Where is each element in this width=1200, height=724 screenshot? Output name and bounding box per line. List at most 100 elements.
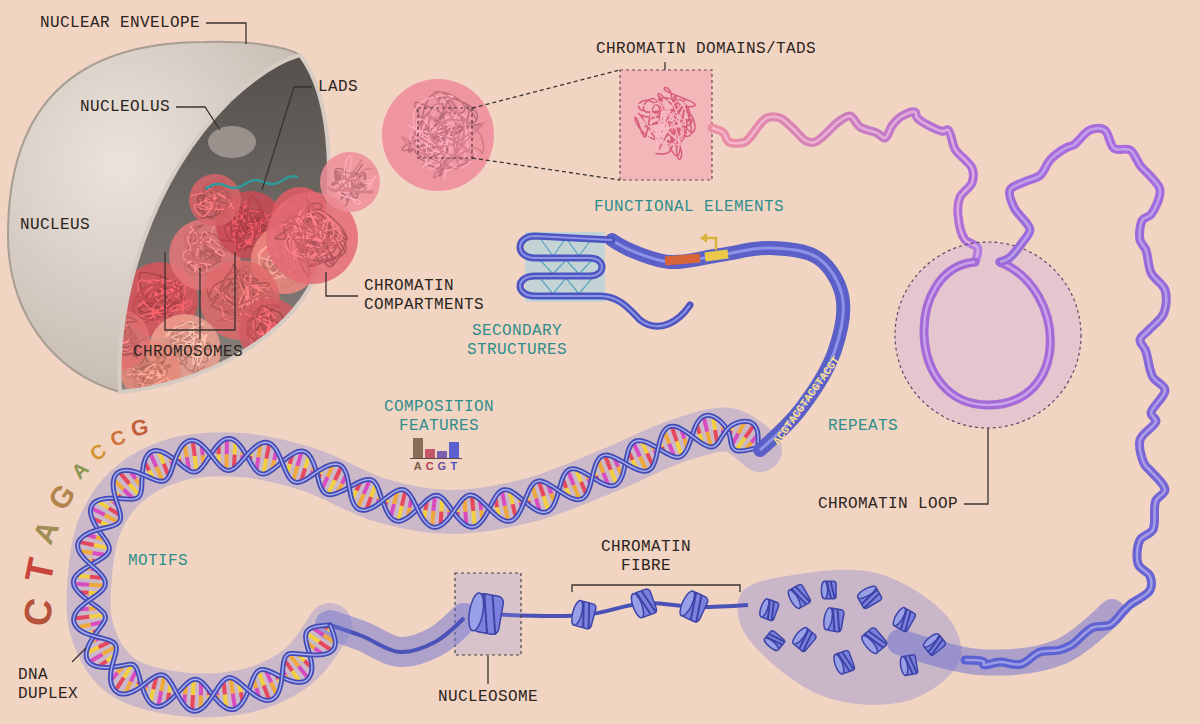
chain-highlight bbox=[712, 112, 978, 262]
dna-wrap bbox=[905, 655, 913, 675]
nucleosome-symbol bbox=[791, 626, 818, 653]
dna-wrap bbox=[486, 595, 502, 634]
motif-logo-letter: G bbox=[43, 479, 81, 516]
composition-bar bbox=[437, 451, 447, 458]
chromatin-tangle bbox=[281, 210, 342, 260]
nucleosome-symbol bbox=[891, 606, 916, 633]
dna-wrap bbox=[909, 655, 917, 675]
motif-logo-letter: C bbox=[108, 426, 129, 450]
hairpin bbox=[520, 236, 690, 326]
structure-label: NUCLEUS bbox=[20, 216, 90, 235]
structure-label: CHROMATIN LOOP bbox=[818, 495, 958, 514]
bar-baseline bbox=[410, 458, 462, 459]
nucleosome-symbol bbox=[899, 654, 918, 676]
blob-body bbox=[238, 298, 302, 362]
base-letter: C bbox=[426, 461, 434, 472]
leader-line bbox=[664, 62, 665, 70]
chain-highlight bbox=[965, 128, 1166, 665]
chromatin-tangle bbox=[275, 203, 347, 267]
dna-wrap bbox=[478, 594, 494, 633]
dna-wrap bbox=[795, 584, 810, 605]
base-letter: T bbox=[450, 461, 457, 472]
leader-line bbox=[72, 648, 86, 662]
loop-highlight bbox=[895, 242, 1081, 428]
bracket bbox=[572, 585, 740, 592]
dna-wrap bbox=[582, 603, 595, 629]
motif-logo-letter: A bbox=[68, 458, 93, 483]
nucleosome-symbol bbox=[859, 626, 888, 655]
dna-backbone bbox=[74, 421, 758, 711]
structure-label: LADS bbox=[318, 78, 358, 97]
nucleosome-symbol bbox=[832, 650, 855, 675]
dna-wrap bbox=[928, 639, 946, 655]
motif-logo-letter: T bbox=[19, 554, 61, 585]
motif-logo-letter: C bbox=[17, 595, 59, 629]
nucleosome-symbol bbox=[629, 588, 658, 619]
fibre-cone bbox=[737, 570, 961, 705]
backbone-highlight bbox=[74, 421, 758, 711]
structure-label: NUCLEOLUS bbox=[80, 98, 170, 117]
feature-label: COMPOSITION FEATURES bbox=[378, 398, 500, 436]
zoom-box bbox=[418, 108, 472, 158]
leader-lines bbox=[72, 23, 988, 684]
motif-logo-letter: G bbox=[129, 416, 150, 441]
dna-wrap bbox=[769, 631, 785, 646]
zoom-line bbox=[472, 158, 620, 180]
nucleosome-symbol bbox=[758, 598, 780, 622]
dna-wrap bbox=[861, 593, 882, 608]
linker-dna bbox=[488, 603, 748, 616]
leader-line bbox=[206, 23, 246, 44]
blob-body bbox=[320, 152, 380, 212]
zoom-line bbox=[472, 70, 620, 108]
chromatin-tangle bbox=[635, 95, 686, 160]
dna-wrap bbox=[834, 609, 843, 632]
dna-wrap bbox=[842, 650, 854, 671]
chromatin-tangle bbox=[328, 160, 373, 196]
nucleosome-symbol bbox=[822, 607, 844, 632]
leader-line bbox=[176, 107, 220, 130]
strand-highlight bbox=[520, 236, 690, 326]
feature-label: FUNCTIONAL ELEMENTS bbox=[594, 198, 784, 217]
structure-label: CHROMATIN DOMAINS/TADS bbox=[596, 40, 816, 59]
blob-body bbox=[189, 174, 241, 226]
tad-tangle bbox=[635, 87, 695, 160]
dna-wrap bbox=[868, 627, 887, 648]
nucleosome-symbol bbox=[856, 584, 883, 609]
dna-wrap bbox=[799, 632, 816, 651]
feature-label: MOTIFS bbox=[128, 552, 188, 571]
structure-label: NUCLEOSOME bbox=[438, 688, 538, 707]
base-letter: A bbox=[414, 461, 422, 472]
dna-wrap bbox=[767, 601, 778, 621]
lads-line bbox=[205, 176, 298, 189]
functional-element bbox=[665, 258, 700, 261]
base-pairs bbox=[74, 416, 758, 711]
composition-bar bbox=[449, 442, 459, 458]
chromatin-blob bbox=[382, 79, 494, 191]
histone-face bbox=[466, 592, 486, 632]
nucleosome-symbol bbox=[821, 581, 836, 599]
motif-logo-letter: C bbox=[86, 440, 110, 465]
base-letter: G bbox=[438, 461, 447, 472]
single-strand bbox=[612, 240, 843, 450]
structure-label: NUCLEAR ENVELOPE bbox=[40, 14, 200, 33]
blob-body bbox=[382, 79, 494, 191]
dna-wrap bbox=[690, 595, 708, 623]
nucleosome-symbol bbox=[570, 599, 597, 629]
strand-highlight bbox=[612, 240, 843, 450]
chromatin-tangle bbox=[635, 87, 695, 159]
chromatin-blob bbox=[189, 174, 241, 226]
chromatin-tangle bbox=[280, 197, 339, 276]
feature-label: SECONDARY STRUCTURES bbox=[460, 322, 574, 360]
chromatin-chain bbox=[712, 112, 978, 262]
illustration-layer bbox=[8, 42, 1166, 711]
functional-element bbox=[705, 254, 728, 257]
leader-line bbox=[262, 87, 312, 190]
leader-line bbox=[487, 656, 488, 684]
chain-highlight bbox=[924, 262, 1050, 405]
element-arrowhead bbox=[700, 233, 707, 243]
chromatin-blob bbox=[320, 152, 380, 212]
composition-bar bbox=[413, 438, 423, 458]
